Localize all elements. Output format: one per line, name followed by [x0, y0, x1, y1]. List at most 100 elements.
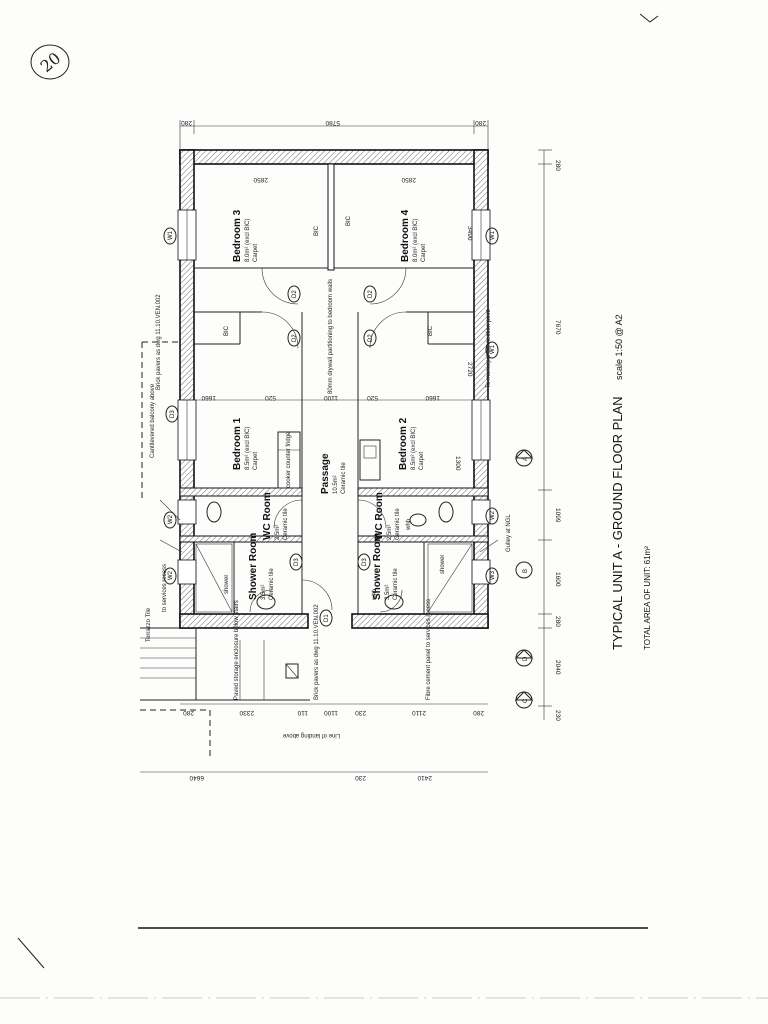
grid-marker-d: D: [514, 649, 534, 667]
dimension-lines: [140, 120, 552, 773]
svg-text:W1: W1: [168, 230, 174, 240]
dim-bedroom4-width: 2850: [401, 176, 416, 183]
svg-text:W2: W2: [490, 510, 496, 520]
dim-bottom-2330: 2330: [239, 709, 254, 716]
note-brick-pavers-top: Brick pavers as dwg 11.10.VEN.002: [156, 294, 162, 390]
dim-230: 230: [554, 710, 561, 721]
svg-text:Bedroom 2: Bedroom 2: [398, 417, 409, 470]
svg-text:D2: D2: [292, 290, 298, 298]
room-wc-left: WC Room 2.5m² Ceramic tile: [262, 492, 289, 540]
grid-marker-a: A: [514, 449, 534, 467]
shower-tray-icon: [427, 543, 473, 613]
door-tags: D2 D2 D2 D2 D3 D3 D1 D3: [165, 285, 377, 627]
shower-label: shower: [224, 575, 230, 594]
stairs: [140, 627, 310, 760]
svg-text:Bedroom 4: Bedroom 4: [400, 209, 411, 262]
pen-stroke: [17, 937, 45, 969]
svg-text:A: A: [523, 457, 529, 461]
shower-tray-icon: [195, 543, 233, 613]
door-tag-d3: D3: [357, 553, 371, 571]
note-services-recess: to services recess: [162, 564, 168, 612]
svg-text:Carpet: Carpet: [253, 244, 259, 262]
dim-bottom-6640: 6640: [189, 774, 204, 781]
dim-280: 280: [554, 616, 561, 627]
door-tag-d3: D3: [165, 405, 179, 423]
door-swings: [249, 267, 407, 613]
room-bedroom2: Bedroom 2 8.5m² (excl BIC) Carpet: [398, 417, 425, 470]
note-fibre-panel: Fibre cement panel to services recess: [426, 599, 432, 700]
svg-text:Carpet: Carpet: [419, 452, 425, 470]
svg-text:Ceramic tile: Ceramic tile: [393, 568, 399, 600]
svg-text:2.5m²: 2.5m²: [275, 525, 281, 540]
dim-bottom-230b: 230: [355, 774, 366, 781]
svg-text:Carpet: Carpet: [253, 452, 259, 470]
dim-1600: 1600: [554, 572, 561, 587]
note-cooker: cooker counter fridge: [286, 431, 292, 488]
door-tag-d2: D2: [363, 329, 377, 347]
window-tag-w3: W3: [485, 567, 499, 585]
dim-bottom-280b: 280: [473, 709, 484, 716]
corner-scribble: [639, 13, 659, 23]
svg-text:Bedroom 3: Bedroom 3: [232, 209, 243, 262]
bic-label: BIC: [314, 225, 320, 236]
svg-text:Shower Room: Shower Room: [372, 533, 383, 600]
svg-text:8.0m² (excl BIC): 8.0m² (excl BIC): [413, 219, 419, 262]
svg-text:C: C: [523, 698, 529, 703]
note-drywall: 80mm drywall partitioning to bedroom wal…: [328, 279, 334, 394]
bic-label: BIC: [224, 325, 230, 336]
svg-text:Ceramic tile: Ceramic tile: [269, 568, 275, 600]
svg-text:D: D: [523, 656, 529, 661]
svg-text:Bedroom 1: Bedroom 1: [232, 417, 243, 470]
svg-text:D2: D2: [368, 290, 374, 298]
dim-bottom-230a: 230: [355, 709, 366, 716]
dim-bottom-1100: 1100: [324, 709, 338, 716]
dim-bedroom2-520: 520: [367, 394, 378, 401]
door-tag-d2: D2: [287, 329, 301, 347]
svg-text:D3: D3: [362, 558, 368, 566]
bic-label: BIC: [428, 325, 434, 336]
dim-top-left: 280: [181, 119, 192, 126]
dim-right-280: 280: [554, 160, 561, 171]
title-block: TYPICAL UNIT A - GROUND FLOOR PLAN scale…: [610, 314, 652, 650]
bic-label: BIC: [346, 215, 352, 226]
svg-text:Ceramic tile: Ceramic tile: [395, 508, 401, 540]
window-tag-w2: W2: [163, 511, 177, 529]
svg-text:W2: W2: [168, 514, 174, 524]
svg-text:2.5m²: 2.5m²: [387, 525, 393, 540]
note-municipal: To municipal connection point: [486, 309, 492, 388]
room-wc-right: WC Room 2.5m² Ceramic tile: [374, 492, 401, 540]
dim-top-total: 5780: [325, 119, 340, 126]
total-area: TOTAL AREA OF UNIT: 61m²: [643, 546, 652, 650]
internal-walls: [179, 163, 489, 614]
dim-bottom-2110: 2110: [412, 709, 426, 716]
door-tag-d3: D3: [289, 553, 303, 571]
svg-text:8.0m² (excl BIC): 8.0m² (excl BIC): [245, 219, 251, 262]
dim-bottom-2410: 2410: [417, 774, 432, 781]
window-tag-w1: W1: [485, 341, 499, 359]
dim-2040: 2040: [554, 660, 561, 675]
whb-label: whb: [372, 588, 378, 601]
dim-bottom-110: 110: [297, 709, 308, 716]
outer-walls: [177, 149, 491, 629]
note-balcony: Cantilevered balcony above: [150, 383, 156, 458]
svg-text:Carpet: Carpet: [421, 244, 427, 262]
room-bedroom1: Bedroom 1 8.5m² (excl BIC) Carpet: [232, 417, 259, 470]
dim-bedroom4-depth: 3490: [466, 226, 473, 241]
dim-bottom-280a: 280: [183, 709, 194, 716]
dim-bedroom1-520: 520: [265, 394, 276, 401]
svg-text:Shower Room: Shower Room: [248, 533, 259, 600]
dim-passage-1100: 1100: [324, 394, 338, 401]
svg-text:W2: W2: [168, 570, 174, 580]
dim-bedroom1-width: 1660: [201, 394, 216, 401]
dim-1099: 1099: [554, 508, 561, 523]
svg-text:WC Room: WC Room: [374, 492, 385, 540]
drawing-title: TYPICAL UNIT A - GROUND FLOOR PLAN: [610, 396, 625, 650]
svg-text:10.5m²: 10.5m²: [333, 475, 339, 494]
dim-right-total: 7670: [554, 320, 561, 335]
svg-text:W1: W1: [490, 230, 496, 240]
window-tag-w1: W1: [163, 227, 177, 245]
room-shower-right: Shower Room 3.5m² Ceramic tile: [372, 533, 399, 600]
svg-text:B: B: [523, 569, 529, 573]
svg-text:Ceramic tile: Ceramic tile: [341, 462, 347, 494]
